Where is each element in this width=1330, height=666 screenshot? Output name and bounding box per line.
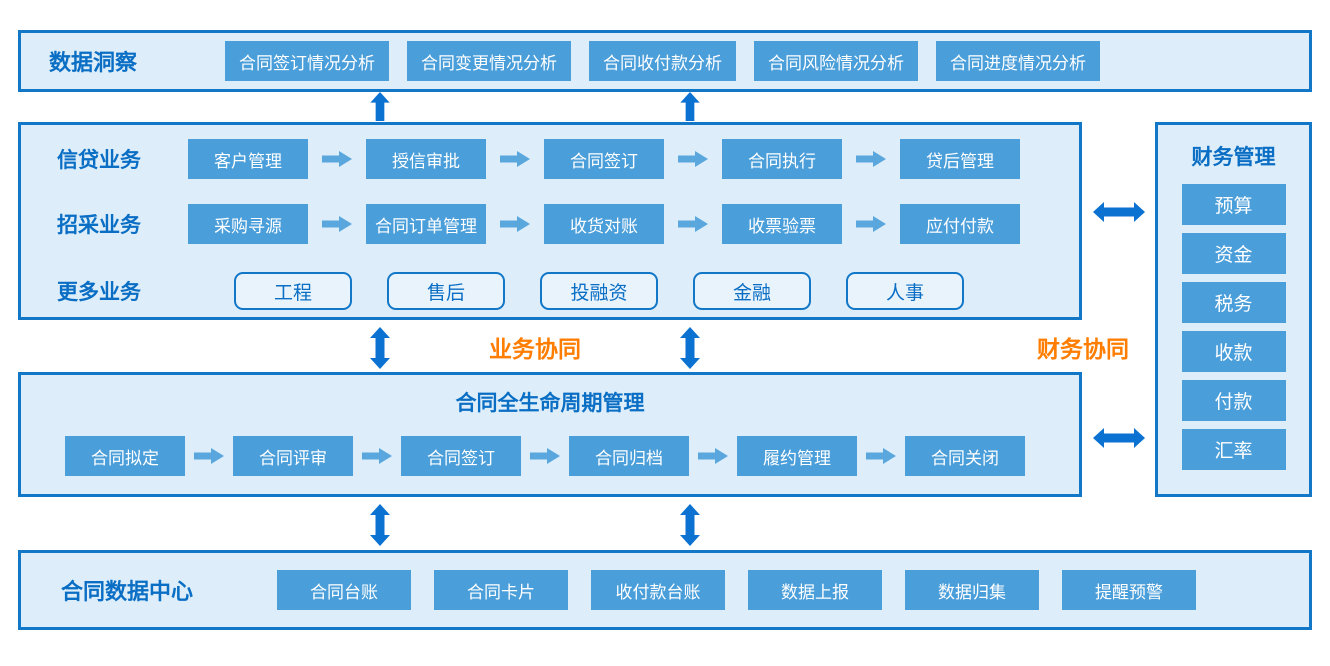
procurement-business-flow: 采购寻源 合同订单管理 收货对账 收票验票 应付付款 — [188, 204, 1020, 244]
module-hr: 人事 — [846, 272, 964, 310]
contract-data-center-panel: 合同数据中心 合同台账 合同卡片 收付款台账 数据上报 数据归集 提醒预警 — [18, 550, 1312, 630]
step-accounts-payable: 应付付款 — [900, 204, 1020, 244]
flow-arrow-icon — [353, 448, 401, 464]
procurement-business-label: 招采业务 — [57, 214, 141, 237]
vertical-sync-arrow-icon — [679, 327, 701, 369]
module-exchange-rate: 汇率 — [1181, 429, 1286, 470]
flow-arrow-icon — [664, 151, 722, 167]
module-contract-card: 合同卡片 — [434, 570, 568, 610]
module-data-collection: 数据归集 — [905, 570, 1039, 610]
step-contract-signing: 合同签订 — [544, 139, 664, 179]
chip-contract-signing-analysis: 合同签订情况分析 — [225, 41, 389, 81]
flow-arrow-icon — [664, 216, 722, 232]
step-contract-drafting: 合同拟定 — [65, 436, 185, 476]
step-contract-archiving: 合同归档 — [569, 436, 689, 476]
step-procurement-sourcing: 采购寻源 — [188, 204, 308, 244]
chip-contract-progress-analysis: 合同进度情况分析 — [936, 41, 1100, 81]
step-contract-order-management: 合同订单管理 — [366, 204, 486, 244]
vertical-sync-arrow-icon — [369, 504, 391, 546]
module-budget: 预算 — [1181, 184, 1286, 225]
chip-contract-change-analysis: 合同变更情况分析 — [407, 41, 571, 81]
module-contract-ledger: 合同台账 — [277, 570, 411, 610]
step-credit-approval: 授信审批 — [366, 139, 486, 179]
module-finance: 金融 — [693, 272, 811, 310]
contract-lifecycle-title: 合同全生命周期管理 — [455, 392, 645, 415]
credit-business-flow: 客户管理 授信审批 合同签订 合同执行 贷后管理 — [188, 139, 1020, 179]
step-post-loan-management: 贷后管理 — [900, 139, 1020, 179]
up-arrow-icon — [370, 92, 390, 121]
module-after-sales: 售后 — [387, 272, 505, 310]
step-contract-closure: 合同关闭 — [905, 436, 1025, 476]
chip-contract-risk-analysis: 合同风险情况分析 — [754, 41, 918, 81]
more-business-label: 更多业务 — [57, 281, 141, 304]
step-performance-management: 履约管理 — [737, 436, 857, 476]
data-insight-title: 数据洞察 — [49, 50, 138, 75]
flow-arrow-icon — [689, 448, 737, 464]
chip-contract-payment-analysis: 合同收付款分析 — [589, 41, 736, 81]
flow-arrow-icon — [486, 216, 544, 232]
step-goods-receipt-reconciliation: 收货对账 — [544, 204, 664, 244]
data-insight-panel: 数据洞察 合同签订情况分析 合同变更情况分析 合同收付款分析 合同风险情况分析 … — [18, 30, 1312, 92]
step-contract-review: 合同评审 — [233, 436, 353, 476]
flow-arrow-icon — [308, 151, 366, 167]
module-receipts: 收款 — [1181, 331, 1286, 372]
flow-arrow-icon — [842, 151, 900, 167]
up-arrow-icon — [680, 92, 700, 121]
step-invoice-verification: 收票验票 — [722, 204, 842, 244]
finance-collaboration-label: 财务协同 — [1037, 336, 1129, 362]
finance-management-panel: 财务管理 预算 资金 税务 收款 付款 汇率 — [1155, 122, 1312, 497]
vertical-sync-arrow-icon — [369, 327, 391, 369]
step-customer-management: 客户管理 — [188, 139, 308, 179]
flow-arrow-icon — [857, 448, 905, 464]
more-business-items: 工程 售后 投融资 金融 人事 — [234, 272, 964, 310]
module-data-reporting: 数据上报 — [748, 570, 882, 610]
contract-data-center-title: 合同数据中心 — [61, 579, 194, 604]
credit-business-row: 信贷业务 客户管理 授信审批 合同签订 合同执行 贷后管理 — [21, 139, 1079, 179]
module-funds: 资金 — [1181, 233, 1286, 274]
contract-data-center-items: 合同台账 合同卡片 收付款台账 数据上报 数据归集 提醒预警 — [277, 570, 1196, 610]
module-payment-ledger: 收付款台账 — [591, 570, 725, 610]
flow-arrow-icon — [185, 448, 233, 464]
flow-arrow-icon — [521, 448, 569, 464]
module-engineering: 工程 — [234, 272, 352, 310]
step-contract-execution: 合同执行 — [722, 139, 842, 179]
procurement-business-row: 招采业务 采购寻源 合同订单管理 收货对账 收票验票 应付付款 — [21, 204, 1079, 244]
horizontal-sync-arrow-icon — [1093, 428, 1145, 448]
module-investment-financing: 投融资 — [540, 272, 658, 310]
business-panel: 信贷业务 客户管理 授信审批 合同签订 合同执行 贷后管理 招采业务 采购寻源 … — [18, 122, 1082, 320]
contract-lifecycle-panel: 合同全生命周期管理 合同拟定 合同评审 合同签订 合同归档 履约管理 合同关闭 — [18, 372, 1082, 497]
flow-arrow-icon — [486, 151, 544, 167]
module-tax: 税务 — [1181, 282, 1286, 323]
vertical-sync-arrow-icon — [679, 504, 701, 546]
contract-lifecycle-flow: 合同拟定 合同评审 合同签订 合同归档 履约管理 合同关闭 — [65, 436, 1025, 476]
horizontal-sync-arrow-icon — [1093, 202, 1145, 222]
finance-management-title: 财务管理 — [1191, 146, 1276, 169]
module-payments: 付款 — [1181, 380, 1286, 421]
finance-management-items: 预算 资金 税务 收款 付款 汇率 — [1158, 184, 1309, 470]
credit-business-label: 信贷业务 — [57, 149, 141, 172]
data-insight-items: 合同签订情况分析 合同变更情况分析 合同收付款分析 合同风险情况分析 合同进度情… — [225, 41, 1100, 81]
flow-arrow-icon — [308, 216, 366, 232]
more-business-row: 更多业务 工程 售后 投融资 金融 人事 — [21, 271, 1079, 311]
flow-arrow-icon — [842, 216, 900, 232]
business-collaboration-label: 业务协同 — [489, 336, 581, 362]
step-contract-signing: 合同签订 — [401, 436, 521, 476]
module-alert-warning: 提醒预警 — [1062, 570, 1196, 610]
